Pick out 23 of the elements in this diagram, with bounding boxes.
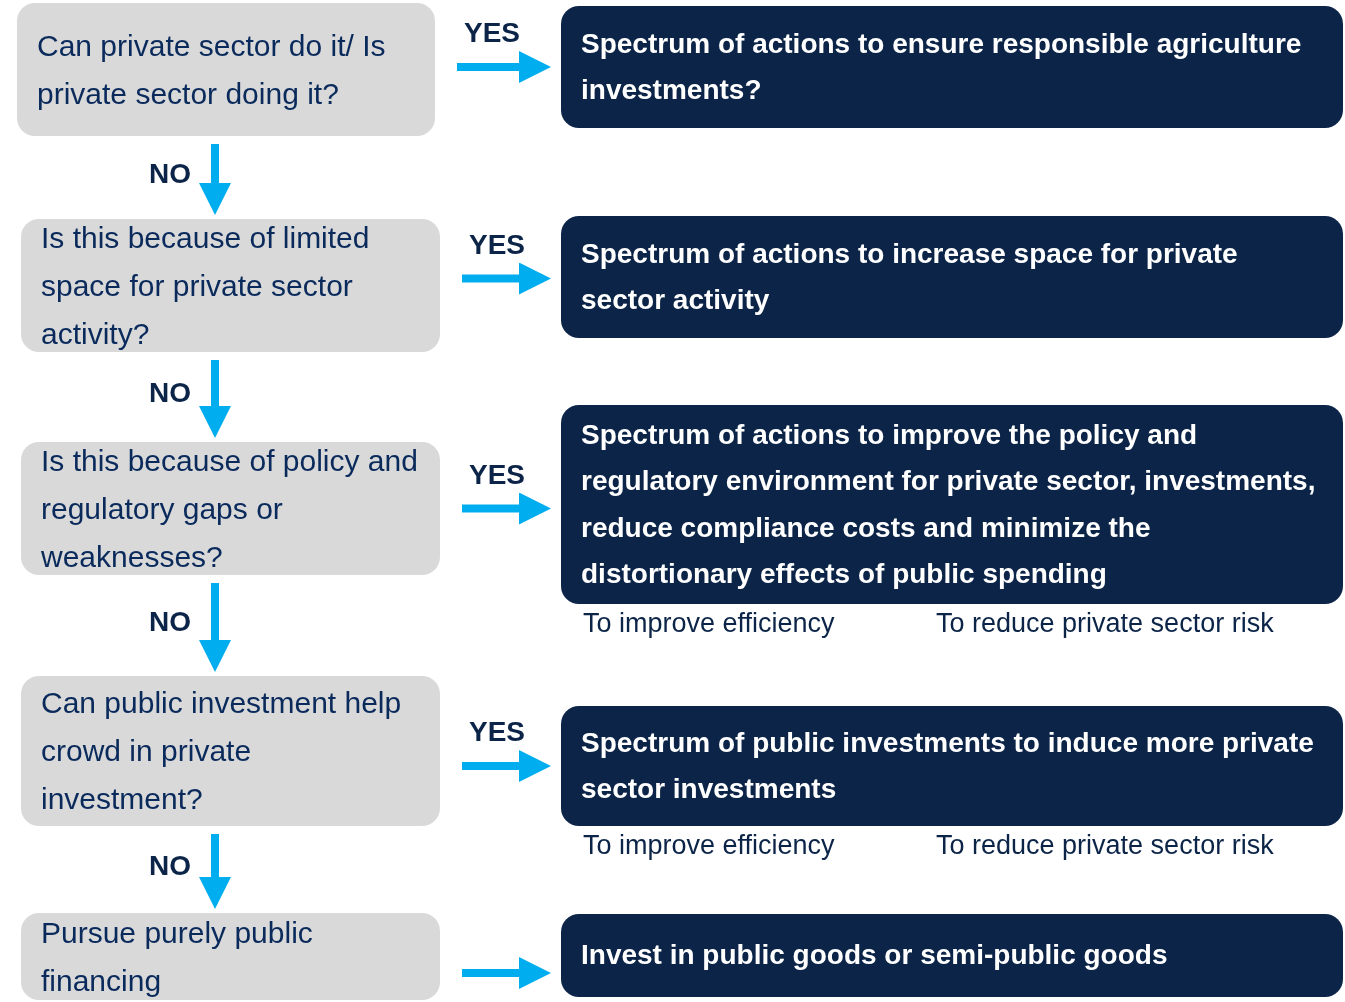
question-box <box>17 3 435 136</box>
answer-box <box>561 914 1343 997</box>
box-text: Spectrum of actions to improve the policy and regulatory environment for private sector, investments, reduce compliance costs and minimize the distortionary effects of public spending <box>581 418 1317 591</box>
box-text: Can private sector do it/ Is private sector doing it? <box>37 27 387 112</box>
answer-box <box>561 6 1343 128</box>
question-box <box>21 913 440 1000</box>
answer-box <box>561 405 1343 604</box>
side-note: To improve efficiency <box>583 830 835 861</box>
box-text: Is this because of limited space for private sector activity? <box>41 219 371 352</box>
box-text: Spectrum of actions to ensure responsible agriculture investments? <box>581 26 1303 107</box>
box-text: Invest in public goods or semi-public goods <box>581 938 1168 973</box>
box-text: Is this because of policy and regulatory gaps or weaknesses? <box>41 442 419 575</box>
answer-box <box>561 706 1343 826</box>
side-note: To improve efficiency <box>583 608 835 639</box>
box-text: Spectrum of public investments to induce more private sector investments <box>581 725 1315 806</box>
answer-box <box>561 216 1343 338</box>
box-text: Pursue purely public financing <box>41 914 314 999</box>
question-box <box>21 676 440 826</box>
question-box <box>21 219 440 352</box>
side-note: To reduce private sector risk <box>936 830 1274 861</box>
box-text: Spectrum of actions to increase space for private sector activity <box>581 236 1239 317</box>
side-note: To reduce private sector risk <box>936 608 1274 639</box>
box-text: Can public investment help crowd in private investment? <box>41 685 403 817</box>
